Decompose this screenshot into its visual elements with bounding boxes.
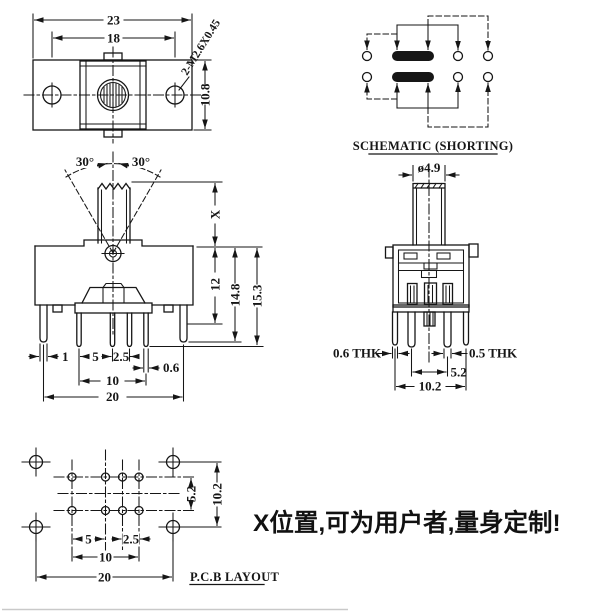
actuator-knob-top bbox=[96, 78, 130, 112]
pin bbox=[109, 312, 116, 348]
pcb-layout-view: 5.2 10.2 5 2.5 10 20 P.C.B LAYOUT bbox=[21, 447, 280, 586]
dim-pcb-pin-span: 10 bbox=[99, 550, 112, 565]
actuator-knob-front bbox=[97, 187, 131, 244]
dim-thread-callout: 2-M2.6X0.45 bbox=[179, 17, 223, 77]
dim-row-spacing: 5.2 bbox=[184, 486, 199, 502]
shorting-contact-top bbox=[392, 51, 434, 61]
dim-body-height: 12 bbox=[208, 278, 223, 291]
dim-pin-width: 0.6 bbox=[163, 360, 180, 375]
pin-side bbox=[407, 311, 416, 348]
pin-side bbox=[443, 311, 452, 348]
dim-angle-left: 30° bbox=[76, 154, 94, 169]
front-body-top bbox=[34, 239, 194, 247]
dim-pin-pitch-a: 5 bbox=[92, 349, 99, 364]
side-body-outline bbox=[392, 244, 470, 308]
shorting-contact-bottom bbox=[392, 72, 434, 82]
dim-height-to-standoff: 14.8 bbox=[228, 283, 243, 306]
dim-travel-x: X bbox=[208, 209, 223, 219]
dim-standoff-width: 1 bbox=[62, 349, 69, 364]
dim-pcb-pitch-a: 5 bbox=[85, 532, 92, 547]
side-view: ø4.9 0.6 THK 0.5 THK 5 bbox=[333, 160, 518, 394]
dim-bracket-thickness: 0.6 THK bbox=[333, 346, 382, 361]
dim-angle-right: 30° bbox=[132, 154, 150, 169]
bracket-leg-right bbox=[462, 311, 470, 346]
throw-angle-lines bbox=[64, 169, 162, 254]
schematic-terminal bbox=[361, 50, 373, 62]
contact-pin-side bbox=[442, 282, 454, 306]
front-body-outline bbox=[34, 245, 194, 306]
dim-top-hole-spacing: 18 bbox=[107, 31, 121, 46]
schematic-title: SCHEMATIC (SHORTING) bbox=[353, 139, 514, 153]
dim-mount-row-spacing: 10.2 bbox=[210, 483, 225, 506]
pcb-mount-holes bbox=[21, 447, 188, 542]
pcb-layout-title: P.C.B LAYOUT bbox=[190, 570, 280, 584]
pin bbox=[126, 312, 133, 348]
custom-note-text: X位置,可为用户者,量身定制! bbox=[253, 508, 561, 537]
dim-bracket-spacing: 10.2 bbox=[419, 379, 442, 394]
pin bbox=[143, 312, 149, 348]
custom-note: X位置,可为用户者,量身定制! bbox=[253, 508, 561, 537]
dim-actuator-dia: ø4.9 bbox=[418, 160, 441, 175]
front-view: 30° 30° X 12 14.8 15.3 bbox=[28, 151, 265, 404]
schematic-terminal bbox=[482, 71, 494, 83]
schematic-terminal bbox=[361, 71, 373, 83]
dim-top-width-outer: 23 bbox=[107, 13, 121, 28]
dim-pcb-mount-span: 20 bbox=[98, 570, 111, 585]
dim-pin-thickness: 0.5 THK bbox=[469, 346, 518, 361]
mount-standoff-left bbox=[39, 304, 48, 343]
mount-standoff-right bbox=[179, 304, 188, 343]
dim-pin-spacing: 5.2 bbox=[451, 365, 467, 380]
schematic-terminal bbox=[482, 50, 494, 62]
contact-pin-side bbox=[406, 282, 418, 306]
schematic-terminal bbox=[452, 50, 464, 62]
dim-height-overall: 15.3 bbox=[250, 284, 265, 307]
top-view: 23 18 2-M2.6X0.45 10.8 bbox=[23, 13, 223, 144]
dim-pcb-pitch-b: 2.5 bbox=[123, 532, 140, 547]
slider-block bbox=[81, 286, 146, 304]
base-strip bbox=[74, 302, 153, 314]
dim-pin-pitch-b: 2.5 bbox=[113, 349, 130, 364]
pin bbox=[76, 312, 82, 348]
actuator-knob-side bbox=[412, 182, 446, 246]
bracket-leg-left bbox=[391, 311, 399, 346]
dim-top-height: 10.8 bbox=[198, 83, 213, 106]
top-view-center-block bbox=[79, 60, 147, 130]
schematic-view: SCHEMATIC (SHORTING) bbox=[353, 15, 514, 155]
contact-pin-side bbox=[423, 282, 438, 306]
dim-bracket-span: 20 bbox=[106, 389, 119, 404]
side-base bbox=[392, 304, 470, 313]
dim-pin-span: 10 bbox=[106, 373, 119, 388]
throw-angle-arc bbox=[65, 163, 161, 178]
schematic-terminal bbox=[452, 71, 464, 83]
